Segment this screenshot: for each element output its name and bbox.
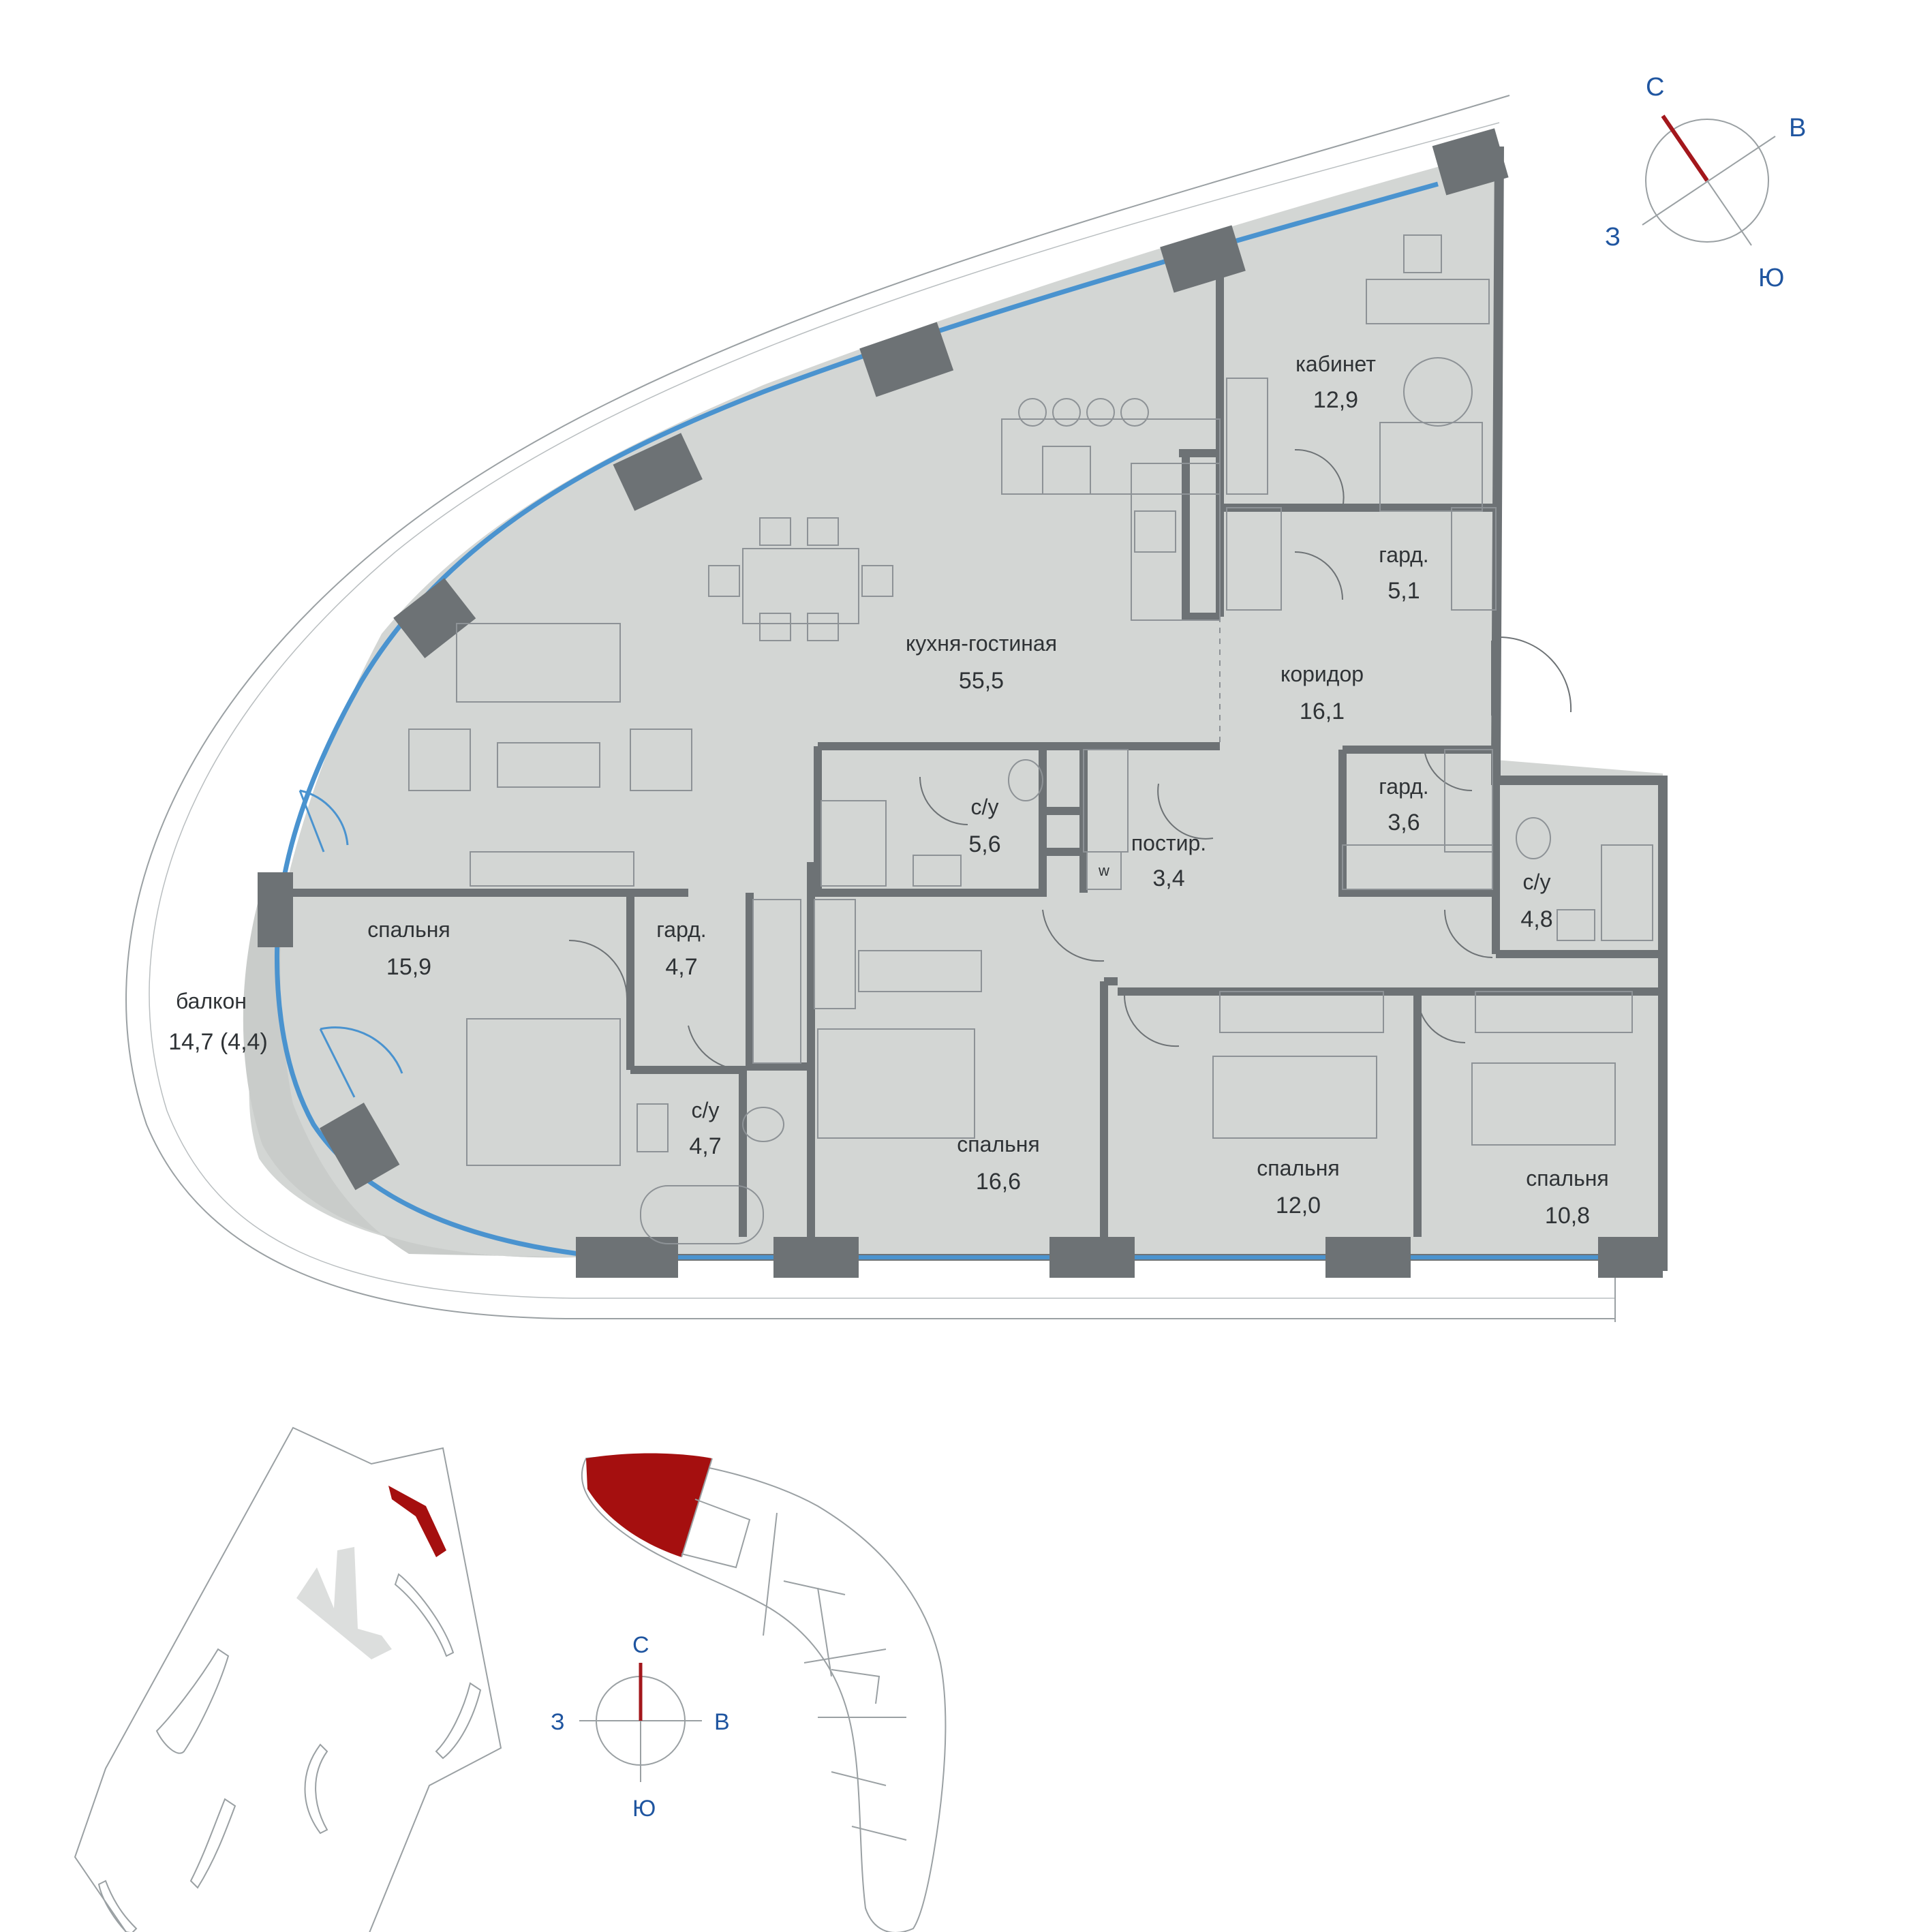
column-1 xyxy=(1432,128,1509,196)
building-plan xyxy=(581,1453,947,1932)
compass-small-north: С xyxy=(632,1632,649,1658)
label-laundry-name: постир. xyxy=(1131,831,1206,855)
terrace-outline-inner xyxy=(149,122,1615,1299)
site-building-v xyxy=(296,1547,392,1659)
terrace-outline xyxy=(125,95,1616,1322)
label-corridor-name: коридор xyxy=(1281,662,1364,686)
column-10 xyxy=(1049,1237,1135,1278)
balcony-door-2 xyxy=(319,1026,403,1098)
column-9 xyxy=(773,1237,859,1278)
door-arcs xyxy=(568,448,1572,1071)
compass-main-south: Ю xyxy=(1758,264,1784,292)
label-study-name: кабинет xyxy=(1295,352,1376,376)
compass-main-south-line xyxy=(1706,180,1752,246)
column-11 xyxy=(1325,1237,1411,1278)
compass-main-needle xyxy=(1661,114,1709,182)
living-furniture xyxy=(408,623,692,887)
site-plan xyxy=(74,1426,502,1932)
label-bedroom-2-name: спальня xyxy=(957,1132,1039,1156)
column-12 xyxy=(1598,1237,1663,1278)
column-6 xyxy=(258,872,293,947)
building-highlight xyxy=(586,1453,712,1557)
room-labels: кухня-гостиная 55,5 кабинет 12,9 гард. 5… xyxy=(168,352,1609,1229)
outer-wall-east xyxy=(1491,146,1504,764)
label-balcony-area: 14,7 (4,4) xyxy=(168,1029,268,1055)
site-building-5 xyxy=(189,1798,236,1889)
label-bath-3-name: с/у xyxy=(692,1098,720,1122)
bathroom-fixtures xyxy=(637,759,1653,1244)
label-bedroom-3-name: спальня xyxy=(1257,1156,1339,1180)
curved-glazing xyxy=(275,181,1439,1257)
label-wardrobe-3-area: 4,7 xyxy=(665,954,697,980)
label-kitchen-living-area: 55,5 xyxy=(959,668,1004,694)
site-building-1 xyxy=(394,1573,455,1657)
site-building-4 xyxy=(304,1743,328,1835)
site-highlight xyxy=(388,1486,446,1557)
beds xyxy=(466,1018,1616,1166)
label-wardrobe-2-name: гард. xyxy=(1379,774,1428,799)
label-laundry-area: 3,4 xyxy=(1152,865,1184,891)
label-study-area: 12,9 xyxy=(1313,387,1358,413)
compass-main-east: В xyxy=(1789,114,1806,142)
label-wardrobe-1-area: 5,1 xyxy=(1387,578,1420,604)
label-bedroom-4-name: спальня xyxy=(1526,1166,1608,1191)
building-internal-lines xyxy=(681,1458,907,1841)
label-kitchen-living-name: кухня-гостиная xyxy=(906,631,1057,656)
column-5 xyxy=(393,578,476,658)
label-bedroom-2-area: 16,6 xyxy=(976,1169,1021,1195)
label-wardrobe-2-area: 3,6 xyxy=(1387,810,1420,835)
label-bath-2-area: 4,8 xyxy=(1520,906,1552,932)
compass-main-north: С xyxy=(1646,73,1664,102)
label-corridor-area: 16,1 xyxy=(1300,699,1345,724)
site-boundary xyxy=(74,1426,502,1932)
compass-main-ew-line xyxy=(1642,136,1776,226)
compass-main-ring xyxy=(1645,119,1769,243)
washer-box xyxy=(1086,851,1122,890)
column-4 xyxy=(613,433,703,511)
washer-mark: w xyxy=(1098,862,1109,879)
label-bedroom-1-area: 15,9 xyxy=(386,954,431,980)
building-outline xyxy=(581,1456,947,1932)
compass-small: С В Ю З xyxy=(551,1632,730,1822)
label-bedroom-3-area: 12,0 xyxy=(1276,1193,1321,1218)
label-wardrobe-1-name: гард. xyxy=(1379,542,1428,567)
column-3 xyxy=(859,322,954,397)
label-bath-2-name: с/у xyxy=(1523,870,1551,894)
kitchen-unit xyxy=(1001,398,1221,621)
apartment-fill xyxy=(249,150,1663,1268)
compass-small-east: В xyxy=(714,1709,730,1735)
study-furniture xyxy=(1226,234,1490,512)
site-building-3 xyxy=(435,1682,482,1760)
column-7 xyxy=(319,1102,400,1191)
compass-small-west: З xyxy=(551,1709,565,1735)
compass-small-south: Ю xyxy=(632,1796,656,1822)
balcony-door-1 xyxy=(298,789,349,853)
column-8 xyxy=(576,1237,678,1278)
site-building-6 xyxy=(97,1880,138,1932)
site-building-2 xyxy=(155,1648,230,1754)
label-bedroom-1-name: спальня xyxy=(367,917,450,942)
label-bath-1-area: 5,6 xyxy=(968,831,1000,857)
label-bath-1-name: с/у xyxy=(971,795,999,819)
label-wardrobe-3-name: гард. xyxy=(656,917,706,942)
label-bath-3-area: 4,7 xyxy=(689,1133,721,1159)
compass-main: С В Ю З xyxy=(1605,73,1806,292)
label-bedroom-4-area: 10,8 xyxy=(1545,1203,1590,1229)
dining-table xyxy=(708,517,893,641)
compass-main-west: З xyxy=(1605,223,1621,251)
label-balcony-name: балкон xyxy=(176,989,247,1013)
column-2 xyxy=(1160,225,1246,293)
